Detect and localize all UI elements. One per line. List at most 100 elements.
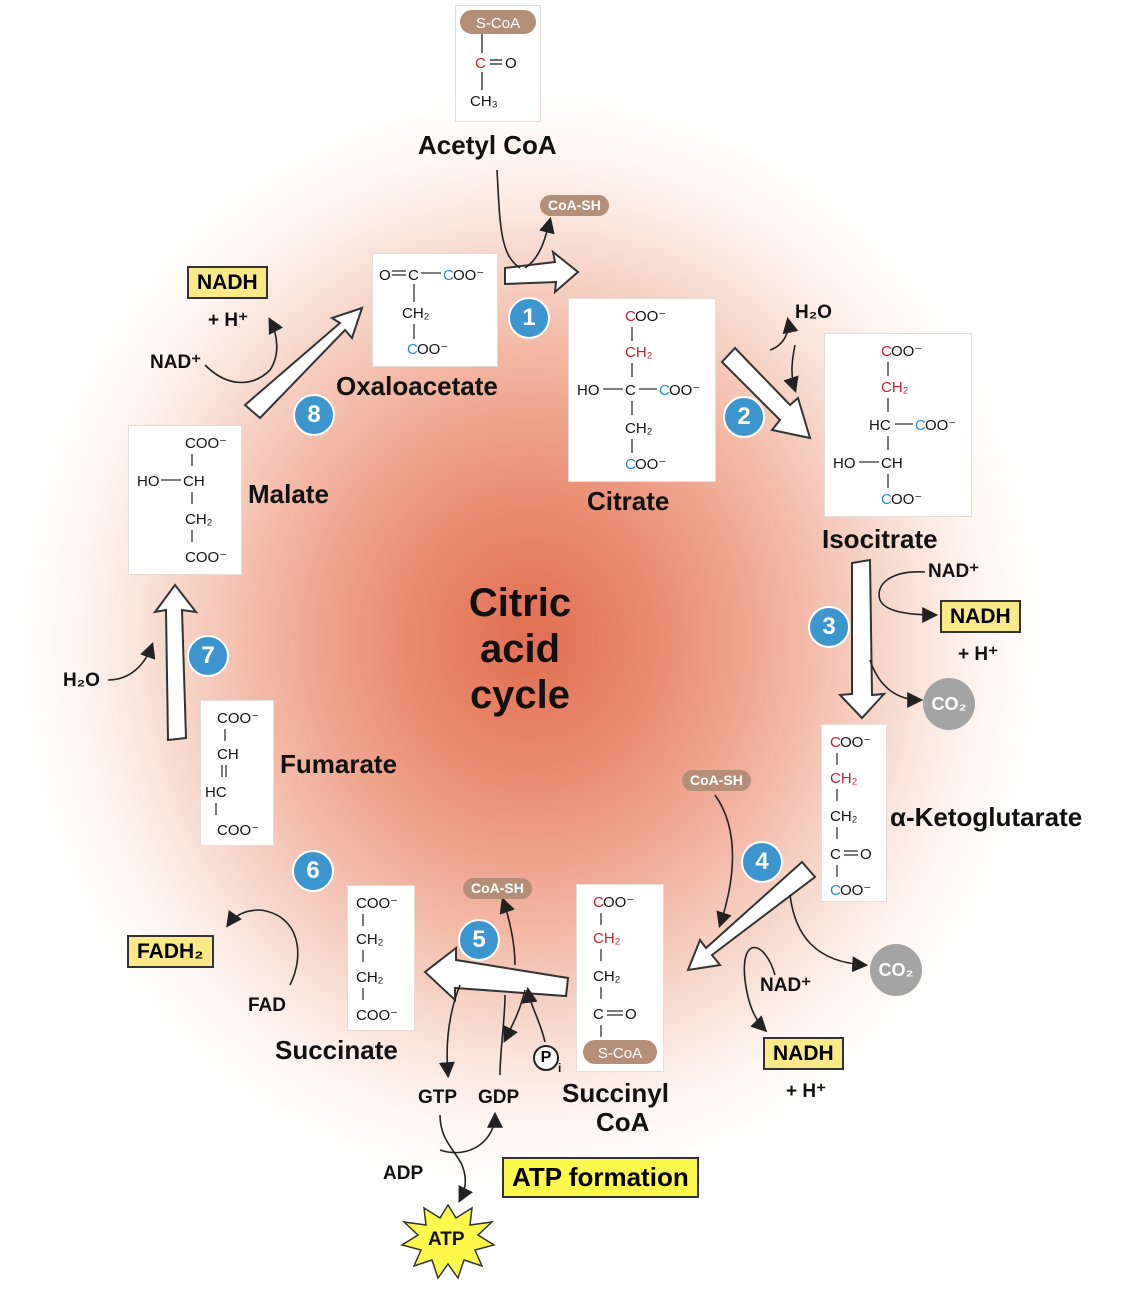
nadh-box-step8: NADH [187, 266, 268, 300]
svg-text:S-CoA: S-CoA [476, 15, 520, 32]
arrow-step2 [720, 346, 812, 440]
svg-text:CH₂: CH₂ [402, 305, 430, 322]
phosphate-icon: P [533, 1045, 559, 1071]
svg-text:HO: HO [833, 455, 856, 472]
svg-text:CH₂: CH₂ [881, 379, 909, 396]
title-line-3: cycle [469, 673, 571, 717]
citrate-label: Citrate [587, 486, 670, 516]
svg-text:OO⁻: OO⁻ [669, 382, 700, 399]
svg-text:HC: HC [869, 417, 891, 434]
svg-text:C: C [625, 308, 636, 325]
svg-text:OO⁻: OO⁻ [925, 417, 956, 434]
svg-text:OO⁻: OO⁻ [891, 343, 922, 360]
svg-text:O: O [379, 267, 391, 284]
succinate-label: Succinate [275, 1035, 398, 1065]
nadh-box-step3: NADH [940, 600, 1021, 634]
svg-text:O: O [505, 55, 517, 72]
svg-text:S-CoA: S-CoA [598, 1045, 642, 1062]
svg-text:OO⁻: OO⁻ [891, 491, 922, 508]
arrow-step4 [686, 860, 817, 972]
fumarate-structure: COO⁻ CH HC COO⁻ [200, 700, 274, 846]
svg-text:C: C [830, 846, 841, 863]
succinyl-coa-label-line1: Succinyl [562, 1078, 669, 1108]
svg-text:CH₂: CH₂ [356, 969, 384, 986]
title-line-1: Citric [468, 581, 572, 625]
arrow-step8 [243, 306, 364, 420]
svg-text:C: C [407, 341, 418, 358]
svg-text:C: C [593, 894, 604, 911]
svg-text:C: C [625, 382, 636, 399]
step-badge-7: 7 [187, 635, 229, 677]
malate-label: Malate [248, 479, 329, 509]
succinyl-coa-label-line2: CoA [596, 1107, 650, 1137]
svg-text:OO⁻: OO⁻ [635, 456, 666, 473]
svg-text:C: C [443, 267, 454, 284]
step-badge-8: 8 [293, 394, 335, 436]
svg-text:CH: CH [183, 473, 205, 490]
svg-text:OO⁻: OO⁻ [840, 734, 871, 751]
cycle-title: Citric acid cycle [430, 580, 610, 718]
svg-text:CH₂: CH₂ [830, 808, 858, 825]
svg-text:CH₂: CH₂ [830, 770, 858, 787]
h2o-step7: H₂O [63, 670, 100, 691]
title-line-2: acid [479, 627, 561, 671]
fad-label: FAD [248, 995, 286, 1016]
svg-text:C: C [830, 734, 841, 751]
svg-text:CH₂: CH₂ [593, 930, 621, 947]
svg-text:C: C [881, 491, 892, 508]
svg-text:C: C [881, 343, 892, 360]
svg-text:OO⁻: OO⁻ [840, 882, 871, 899]
gdp-label: GDP [478, 1087, 520, 1108]
atp-label: ATP [428, 1229, 465, 1250]
step-badge-5: 5 [458, 919, 500, 961]
svg-text:OO⁻: OO⁻ [635, 308, 666, 325]
svg-text:COO⁻: COO⁻ [185, 435, 227, 452]
succinate-structure: COO⁻ CH₂ CH₂ COO⁻ [347, 885, 415, 1031]
svg-text:O: O [860, 846, 872, 863]
oxaloacetate-label: Oxaloacetate [336, 371, 498, 401]
acetyl-coa-structure: S-CoA C O CH₃ [455, 5, 541, 122]
svg-text:C: C [625, 456, 636, 473]
coa-sh-badge-step1: CoA-SH [540, 195, 609, 217]
nad-plus-step3: NAD⁺ [928, 561, 980, 582]
h-plus-step3: + H⁺ [958, 644, 999, 665]
step-badge-1: 1 [508, 297, 550, 339]
coa-sh-badge-step5: CoA-SH [463, 878, 532, 900]
svg-text:HO: HO [137, 473, 160, 490]
malate-structure: COO⁻ HO CH CH₂ COO⁻ [128, 425, 242, 575]
h2o-step2: H₂O [795, 302, 832, 323]
svg-text:HO: HO [577, 382, 600, 399]
isocitrate-label: Isocitrate [822, 524, 938, 554]
svg-text:COO⁻: COO⁻ [185, 549, 227, 566]
phosphate-label: P [540, 1049, 552, 1066]
svg-text:OO⁻: OO⁻ [453, 267, 484, 284]
step-badge-2: 2 [723, 396, 765, 438]
svg-text:C: C [915, 417, 926, 434]
atp-formation-box: ATP formation [502, 1157, 699, 1198]
nadh-box-step4: NADH [763, 1037, 844, 1071]
svg-text:CH₂: CH₂ [593, 968, 621, 985]
adp-label: ADP [383, 1163, 424, 1184]
fumarate-label: Fumarate [280, 749, 398, 779]
svg-text:CH: CH [217, 746, 239, 763]
svg-text:COO⁻: COO⁻ [217, 710, 259, 727]
svg-text:CH₂: CH₂ [185, 511, 213, 528]
svg-text:C: C [408, 267, 419, 284]
svg-text:C: C [830, 882, 841, 899]
coa-sh-badge-step4: CoA-SH [682, 770, 751, 792]
h-plus-step4: + H⁺ [786, 1081, 827, 1102]
nad-plus-step8: NAD⁺ [150, 352, 202, 373]
svg-text:CH₃: CH₃ [470, 93, 498, 110]
step-badge-4: 4 [741, 841, 783, 883]
phosphate-subscript: i [558, 1061, 562, 1075]
svg-text:C: C [593, 1006, 604, 1023]
svg-text:COO⁻: COO⁻ [217, 822, 259, 839]
fadh2-box: FADH₂ [127, 935, 214, 969]
arrow-step7 [152, 583, 199, 742]
step-badge-6: 6 [292, 850, 334, 892]
arrow-step3 [837, 558, 887, 720]
